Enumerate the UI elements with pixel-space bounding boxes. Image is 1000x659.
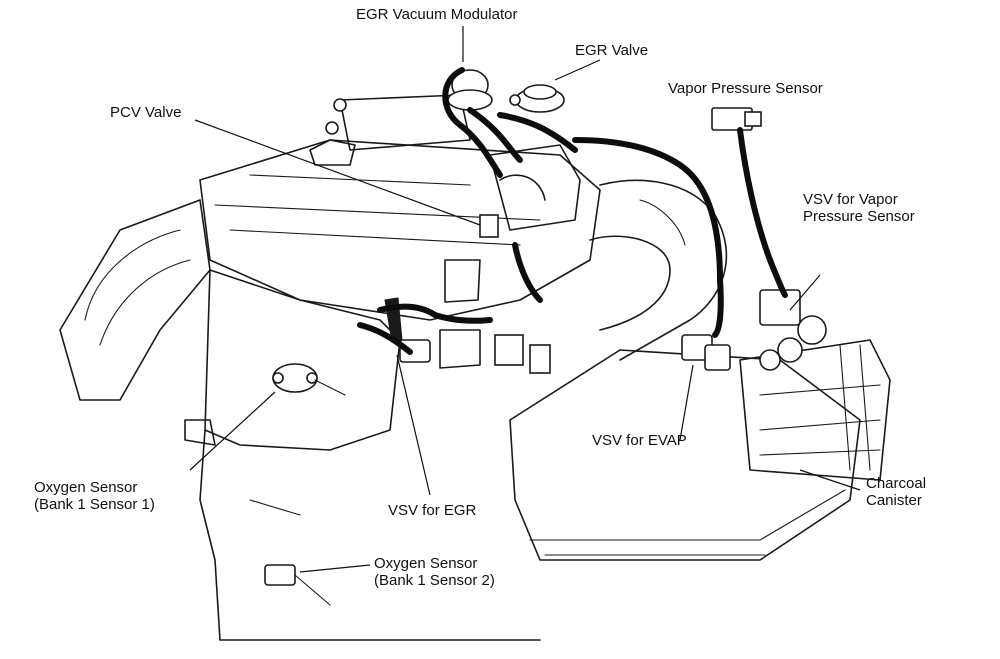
label-vsv-vapor-pressure-sensor: VSV for Vapor Pressure Sensor [803,191,915,225]
label-oxygen-sensor-bank1-sensor1: Oxygen Sensor (Bank 1 Sensor 1) [34,479,155,513]
label-vsv-vapor-line2: Pressure Sensor [803,208,915,225]
label-charcoal-line1: Charcoal [866,475,927,492]
engine-head [199,139,601,321]
oxygen-sensor-2-part [264,564,331,606]
vapor-pressure-sensor-part [711,107,762,131]
throttle-body [439,144,581,374]
label-charcoal-line2: Canister [866,492,922,509]
exhaust-manifold [199,269,541,641]
egr-valve-part [509,84,565,113]
charcoal-canister [739,339,891,481]
label-o2-s2-line2: (Bank 1 Sensor 2) [374,572,495,589]
vacuum-hoses [357,67,788,355]
egr-vacuum-modulator-part [447,69,493,111]
label-egr-valve: EGR Valve [575,42,648,59]
intake-hose [589,179,728,361]
label-vsv-evap: VSV for EVAP [592,432,687,449]
label-egr-vacuum-modulator: EGR Vacuum Modulator [356,6,517,23]
engine-block-left [59,199,216,446]
label-vsv-vapor-line1: VSV for Vapor [803,191,898,208]
label-vsv-egr: VSV for EGR [388,502,476,519]
label-egr-valve-text: EGR Valve [575,42,649,59]
label-pcv-valve-text: PCV Valve [110,104,182,121]
label-pcv-valve: PCV Valve [110,104,181,121]
vsv-vapor-unit [759,289,827,371]
leader-lines [189,26,861,573]
label-vapor-pressure-sensor: Vapor Pressure Sensor [668,80,823,97]
oxygen-sensor-1-part [272,363,346,396]
label-vapor-pressure-sensor-text: Vapor Pressure Sensor [668,80,823,97]
intake-plenum [325,94,471,151]
label-vsv-evap-text: VSV for EVAP [592,432,687,449]
label-o2-s2-line1: Oxygen Sensor [374,555,478,572]
label-oxygen-sensor-bank1-sensor2: Oxygen Sensor (Bank 1 Sensor 2) [374,555,495,589]
air-cleaner-box [509,349,861,561]
label-o2-s1-line2: (Bank 1 Sensor 1) [34,496,155,513]
label-egr-vacuum-modulator-text: EGR Vacuum Modulator [356,6,518,23]
label-vsv-egr-text: VSV for EGR [388,502,477,519]
label-charcoal-canister: Charcoal Canister [866,475,926,509]
vsv-evap-unit [681,334,731,371]
label-o2-s1-line1: Oxygen Sensor [34,479,138,496]
pcv-valve-part [479,214,499,238]
